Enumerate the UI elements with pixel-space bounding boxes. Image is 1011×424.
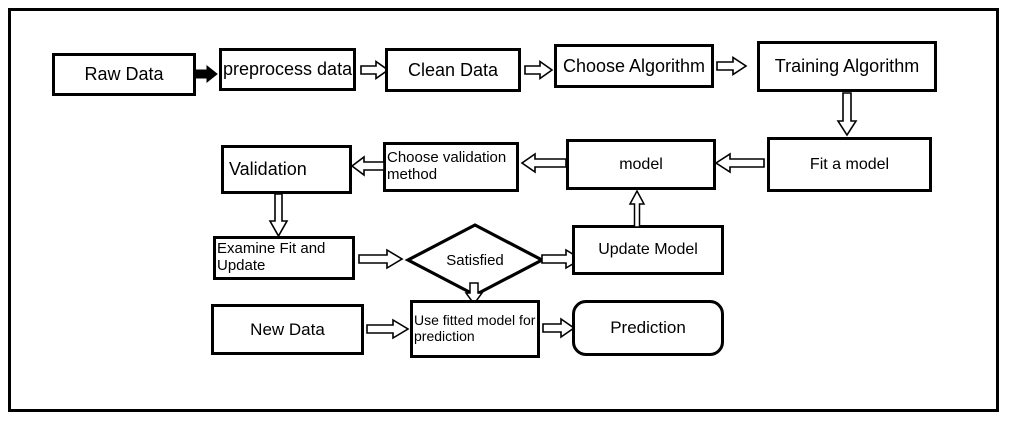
node-choose-validation-method-label: Choose validation method	[387, 149, 507, 183]
node-clean-data[interactable]: Clean Data	[385, 48, 521, 92]
arrow-satisfied-to-use-fitted-model	[464, 282, 484, 306]
node-preprocess-data[interactable]: preprocess data	[219, 48, 356, 91]
node-prediction[interactable]: Prediction	[572, 300, 724, 356]
node-fit-a-model[interactable]: Fit a model	[767, 137, 932, 192]
node-validation-label: Validation	[229, 159, 307, 180]
arrow-use-fitted-model-to-prediction	[542, 317, 576, 339]
arrow-choose-validation-method-to-validation	[350, 155, 386, 177]
arrow-examine-fit-to-satisfied	[358, 248, 404, 270]
node-prediction-label: Prediction	[610, 318, 686, 338]
node-raw-data-label: Raw Data	[84, 64, 164, 85]
node-raw-data[interactable]: Raw Data	[52, 53, 196, 96]
node-training-algorithm[interactable]: Training Algorithm	[757, 41, 937, 92]
arrow-validation-to-examine-fit	[268, 193, 290, 238]
arrow-new-data-to-use-fitted-model	[366, 318, 410, 340]
node-examine-fit-and-update[interactable]: Examine Fit and Update	[213, 236, 355, 280]
arrow-fit-a-model-to-model	[714, 152, 766, 174]
arrow-raw-data-to-preprocess	[195, 64, 220, 84]
node-validation[interactable]: Validation	[221, 145, 352, 194]
arrow-preprocess-to-clean-data	[360, 59, 390, 81]
node-new-data-label: New Data	[250, 319, 325, 339]
node-model[interactable]: model	[566, 139, 716, 190]
node-preprocess-data-label: preprocess data	[223, 59, 353, 80]
node-update-model[interactable]: Update Model	[572, 225, 724, 275]
node-model-label: model	[619, 155, 663, 173]
arrow-model-to-choose-validation-method	[520, 152, 568, 174]
node-new-data[interactable]: New Data	[211, 304, 364, 355]
arrow-training-algorithm-to-fit-a-model	[836, 92, 858, 137]
node-clean-data-label: Clean Data	[407, 59, 499, 80]
node-choose-algorithm[interactable]: Choose Algorithm	[554, 44, 714, 88]
node-fit-a-model-label: Fit a model	[809, 155, 890, 173]
arrow-choose-algorithm-to-training-algorithm	[716, 56, 748, 76]
node-choose-algorithm-label: Choose Algorithm	[562, 55, 706, 76]
node-use-fitted-model-for-prediction[interactable]: Use fitted model for prediction	[410, 300, 540, 358]
node-use-fitted-model-for-prediction-label: Use fitted model for prediction	[414, 312, 536, 344]
node-choose-validation-method[interactable]: Choose validation method	[383, 142, 519, 192]
diagram-outer-border	[8, 8, 999, 412]
node-examine-fit-and-update-label: Examine Fit and Update	[217, 240, 326, 274]
node-training-algorithm-label: Training Algorithm	[774, 56, 920, 77]
node-satisfied-label: Satisfied	[446, 251, 504, 269]
arrow-clean-data-to-choose-algorithm	[524, 59, 554, 81]
arrow-update-model-to-model	[627, 189, 647, 228]
node-update-model-label: Update Model	[598, 241, 698, 259]
